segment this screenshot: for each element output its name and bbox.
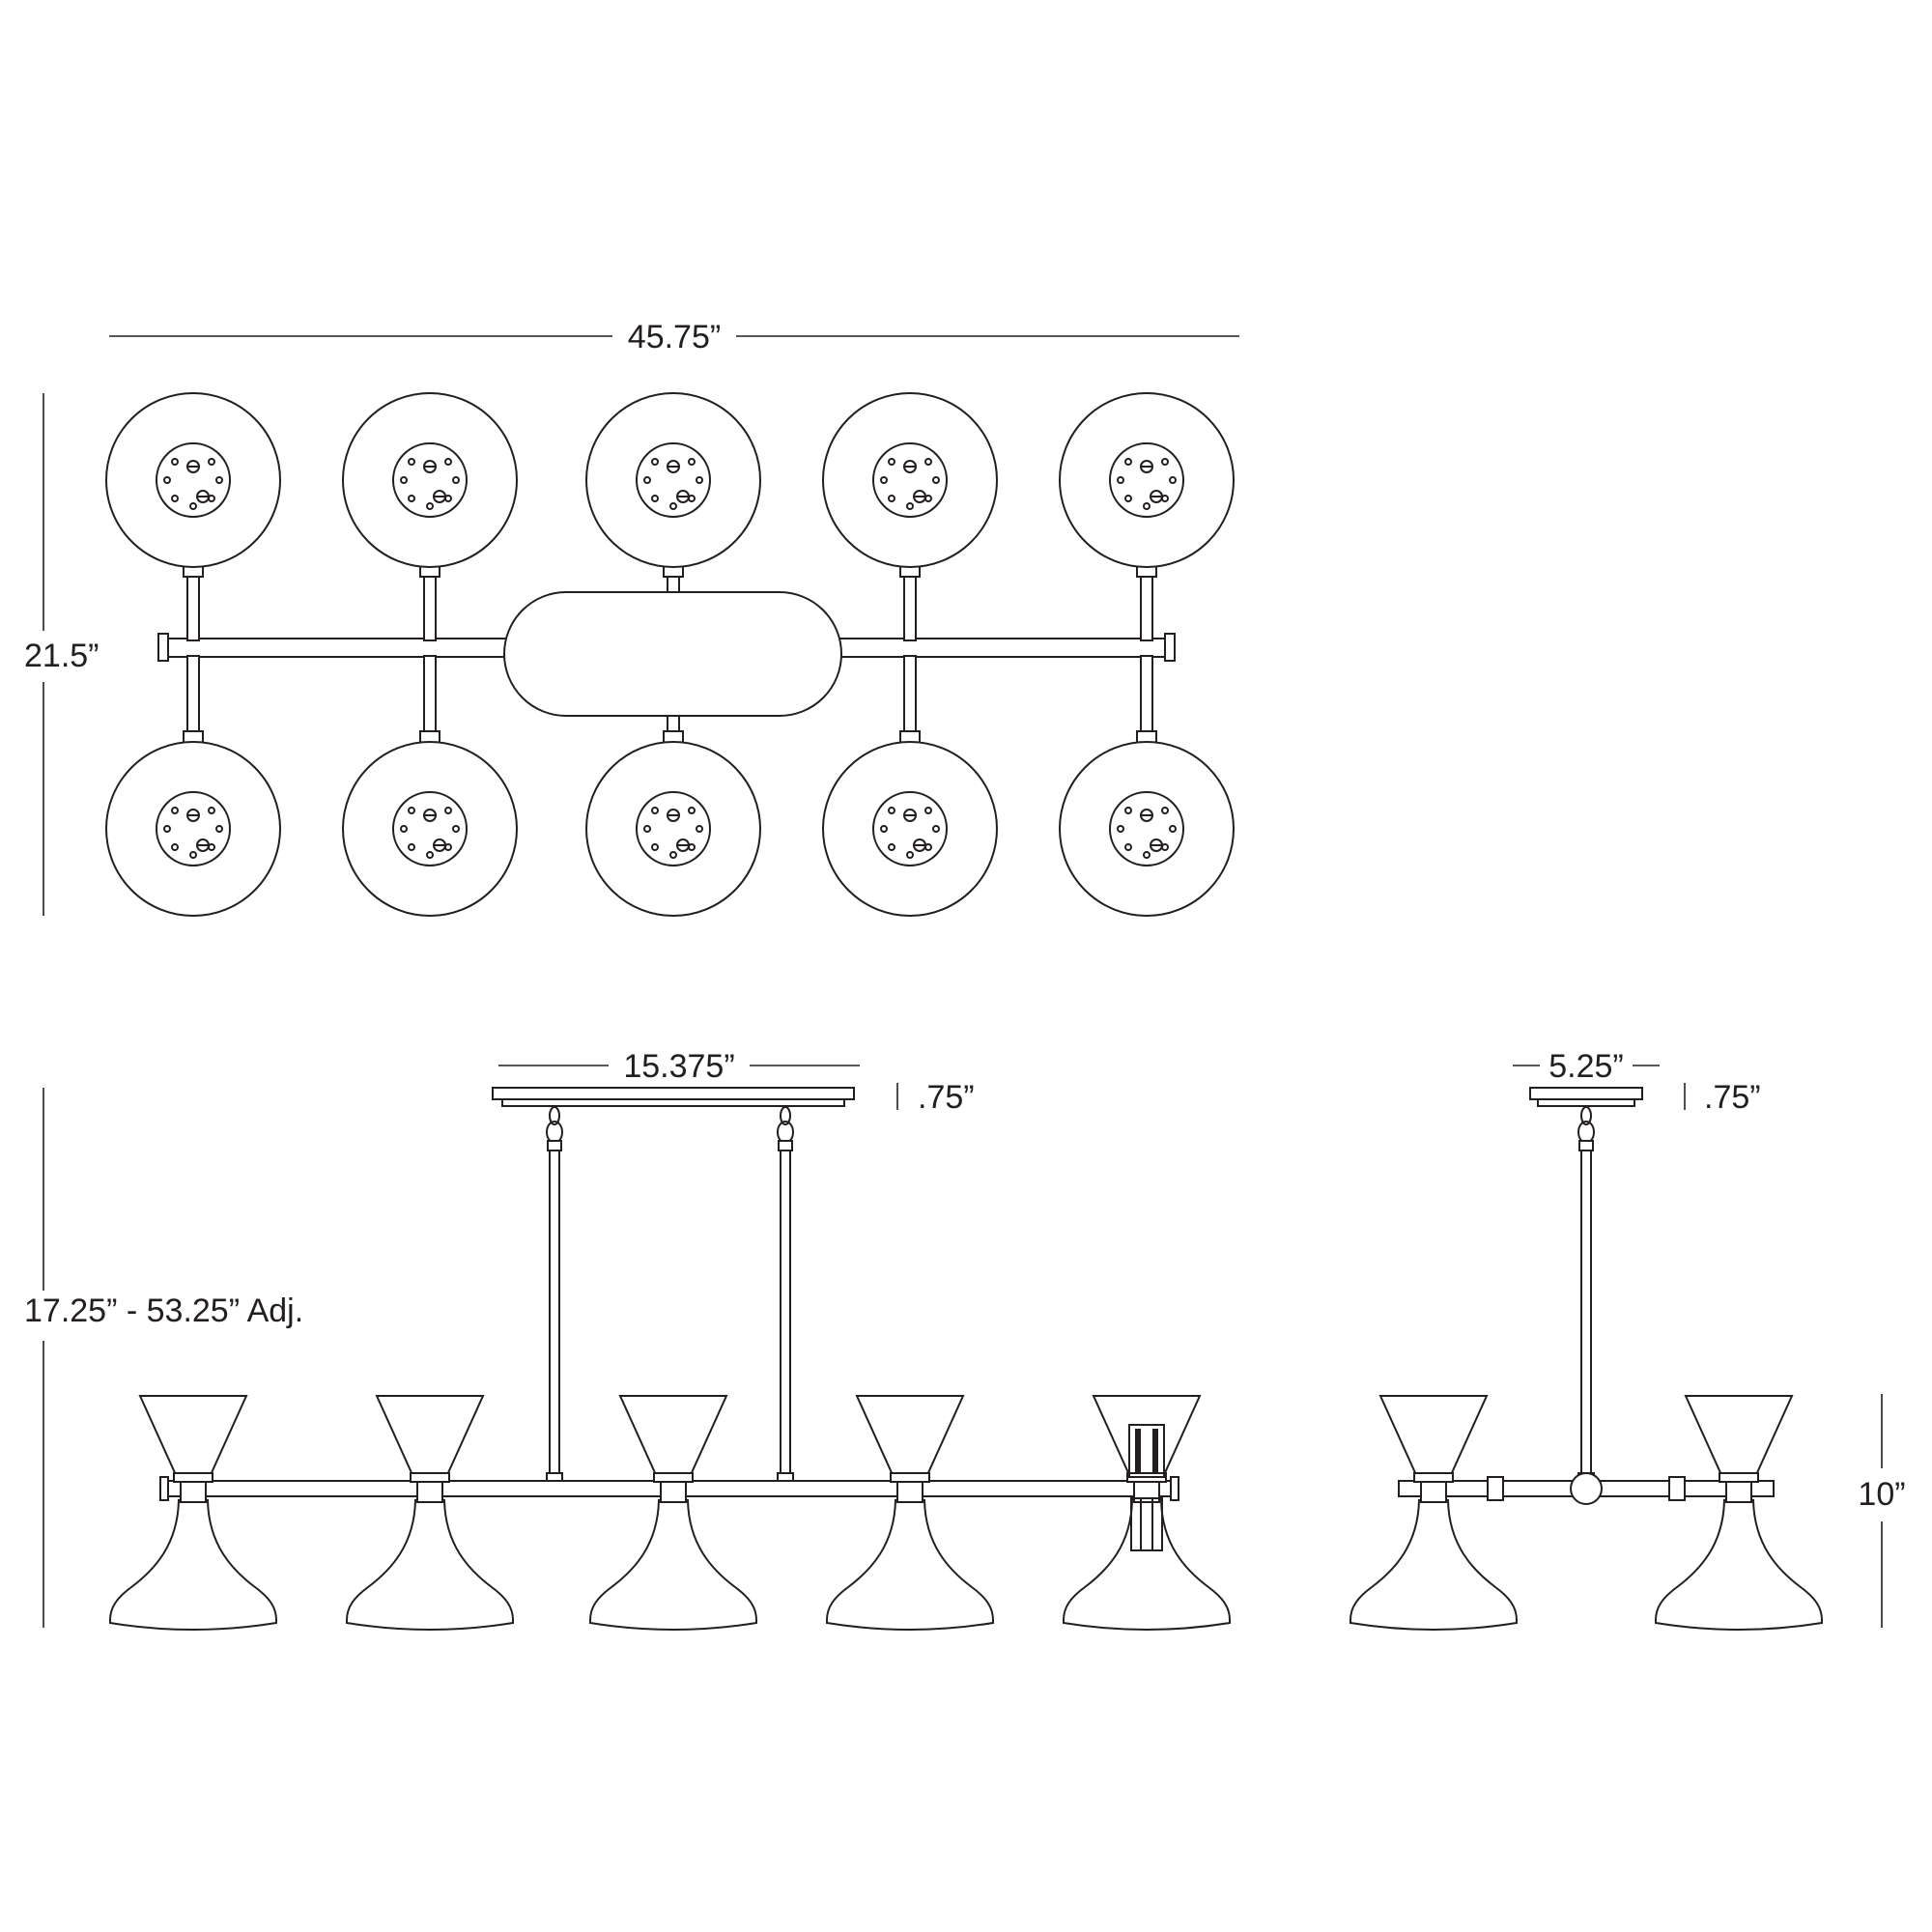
top-view-arm-endcap-left [157,633,169,662]
dim-shade-height-label: 10” [1858,1476,1905,1513]
dim-linear-canopy-width: 15.375” [498,1048,860,1085]
linear-chandelier-side-view: 15.375” .75” 17.25” - 53.25” Adj. [24,1048,1231,1631]
dim-top-width: 45.75” [109,319,1239,355]
side-shade [1350,1395,1518,1631]
top-view: 45.75” 21.5” [24,319,1239,916]
dim-adjustable-height: 17.25” - 53.25” Adj. [24,1088,303,1628]
dim-linear-canopy-thickness: .75” [896,1079,975,1116]
dim-single-canopy-thickness-label: .75” [1704,1079,1761,1116]
linear-canopy [492,1087,855,1100]
dim-single-canopy-width-label: 5.25” [1548,1048,1624,1085]
dim-linear-canopy-width-label: 15.375” [623,1048,734,1085]
dim-single-canopy-width: 5.25” [1513,1048,1660,1085]
top-view-shade [343,656,517,916]
side-shade [589,1395,757,1631]
side-shade [826,1395,994,1631]
side-shade [1655,1395,1823,1631]
center-ball-joint [1570,1472,1603,1505]
bar-coupler [1668,1476,1686,1501]
single-canopy-lip [1537,1098,1635,1107]
pendant-rod [1577,1106,1595,1482]
dim-top-depth-label: 21.5” [24,638,99,674]
top-view-shade [823,656,997,916]
dim-top-width-label: 45.75” [628,319,721,355]
hang-rod [546,1106,563,1482]
top-view-shade [106,656,280,916]
top-view-center-body [503,591,842,717]
top-view-shade [106,393,280,640]
dim-single-canopy-thickness: .75” [1684,1079,1761,1116]
dim-top-depth: 21.5” [24,393,99,916]
top-view-shade [1060,393,1234,640]
top-view-shade [1060,656,1234,916]
dim-shade-height: 10” [1858,1394,1906,1628]
side-shade [109,1395,277,1631]
linear-bar-endcap-left [159,1476,169,1501]
linear-bar-endcap-right [1170,1476,1179,1501]
side-shade [346,1395,514,1631]
side-shade [1063,1395,1231,1631]
bar-coupler [1487,1476,1504,1501]
top-view-shade [823,393,997,640]
single-canopy [1529,1087,1643,1100]
socket-cutaway-detail [1128,1424,1165,1551]
dim-adjustable-height-label: 17.25” - 53.25” Adj. [24,1293,303,1329]
dim-linear-canopy-thickness-label: .75” [918,1079,975,1116]
hang-rod [777,1106,794,1482]
top-view-arm-endcap-right [1164,633,1176,662]
top-view-shade [343,393,517,640]
single-pendant-side-view: 5.25” .75” 10” [1350,1048,1906,1631]
linear-canopy-lip [501,1098,845,1107]
